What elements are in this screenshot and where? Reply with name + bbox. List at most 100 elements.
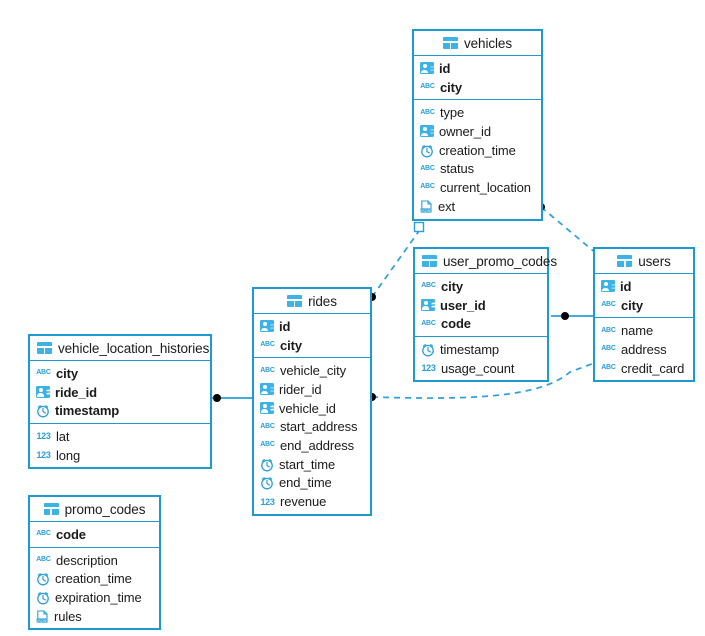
field-name: code (441, 316, 471, 332)
field-name: end_time (279, 475, 332, 491)
field-row-lat[interactable]: 123 lat (30, 427, 210, 446)
table-title-text: users (638, 253, 671, 269)
field-name: city (440, 79, 463, 95)
field-row-timestamp[interactable]: timestamp (415, 340, 547, 359)
field-row-end_time[interactable]: end_time (254, 474, 370, 493)
field-name: status (440, 161, 475, 177)
id-badge-icon (36, 386, 50, 399)
json-document-icon: JSON (420, 200, 433, 213)
numeric-123-icon: 123 (36, 431, 51, 442)
field-name: creation_time (439, 142, 516, 158)
abc-text-icon: ABC (601, 364, 616, 372)
clock-icon (36, 591, 50, 605)
id-badge-icon (260, 383, 274, 396)
field-row-expiration_time[interactable]: expiration_time (30, 588, 159, 607)
table-title-user_promo_codes[interactable]: user_promo_codes (415, 249, 557, 274)
field-name: city (441, 278, 464, 294)
table-title-users[interactable]: users (595, 249, 693, 274)
field-row-creation_time[interactable]: creation_time (414, 141, 541, 160)
table-title-vehicle_location_histories[interactable]: vehicle_location_histories (30, 336, 210, 361)
key-field-row-ride_id[interactable]: ride_id (30, 383, 210, 402)
field-name: vehicle_city (280, 363, 346, 379)
field-row-vehicle_id[interactable]: vehicle_id (254, 399, 370, 418)
field-name: id (279, 318, 291, 334)
key-field-row-code[interactable]: ABC code (30, 525, 159, 544)
field-row-address[interactable]: ABC address (595, 340, 693, 359)
clock-icon (421, 343, 435, 357)
table-title-promo_codes[interactable]: promo_codes (30, 497, 159, 522)
abc-text-icon: ABC (601, 345, 616, 353)
table-title-vehicles[interactable]: vehicles (414, 31, 541, 56)
table-title-rides[interactable]: rides (254, 289, 370, 314)
table-title-text: vehicles (464, 35, 512, 51)
field-row-owner_id[interactable]: owner_id (414, 122, 541, 141)
key-field-row-id[interactable]: id (595, 277, 693, 296)
field-name: code (56, 526, 86, 542)
field-row-ext[interactable]: JSON ext (414, 197, 541, 216)
key-field-row-city[interactable]: ABC city (414, 78, 541, 97)
field-name: address (621, 341, 667, 357)
field-row-start_time[interactable]: start_time (254, 455, 370, 474)
edge-vehicle-location-histories-to-rides[interactable] (212, 394, 252, 402)
key-field-row-id[interactable]: id (254, 317, 370, 336)
field-name: start_time (279, 456, 336, 472)
abc-text-icon: ABC (420, 183, 435, 191)
field-row-rider_id[interactable]: rider_id (254, 380, 370, 399)
field-row-usage_count[interactable]: 123 usage_count (415, 359, 547, 378)
abc-text-icon: ABC (420, 83, 435, 91)
table-title-text: rides (308, 293, 337, 309)
field-name: usage_count (441, 360, 515, 376)
field-name: id (620, 278, 632, 294)
key-field-row-id[interactable]: id (414, 59, 541, 78)
edge-users-to-user-promo-codes[interactable] (551, 312, 593, 320)
clock-icon (36, 572, 50, 586)
key-field-row-timestamp[interactable]: timestamp (30, 401, 210, 420)
field-row-creation_time[interactable]: creation_time (30, 569, 159, 588)
table-icon (617, 255, 633, 267)
edge-source-dot (561, 312, 569, 320)
abc-text-icon: ABC (260, 422, 275, 430)
clock-icon (260, 458, 274, 472)
clock-icon (36, 404, 50, 418)
abc-text-icon: ABC (36, 530, 51, 538)
table-title-text: promo_codes (64, 501, 146, 517)
key-field-row-user_id[interactable]: user_id (415, 296, 547, 315)
table-title-text: vehicle_location_histories (58, 340, 210, 356)
field-name: expiration_time (55, 589, 142, 605)
field-name: lat (56, 428, 70, 444)
field-name: end_address (280, 437, 355, 453)
numeric-123-icon: 123 (421, 363, 436, 374)
edge-target-square (413, 221, 425, 233)
field-name: ext (438, 198, 456, 214)
